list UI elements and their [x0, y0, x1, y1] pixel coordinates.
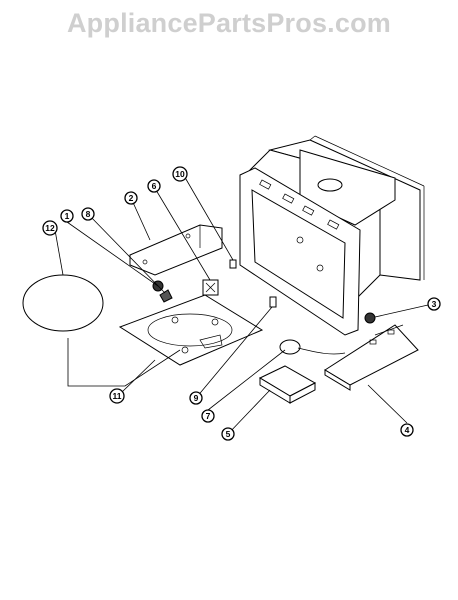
part-3-nut [364, 312, 376, 324]
part-12-glass-tray [22, 274, 104, 332]
part-8-clip [159, 289, 173, 303]
callout-10: 10 [172, 166, 188, 182]
svg-text:11: 11 [113, 391, 122, 401]
svg-text:12: 12 [45, 223, 55, 233]
watermark-logo: AppliancePartsPros.com [66, 8, 391, 38]
part-9-screw [269, 296, 277, 308]
svg-text:5: 5 [226, 429, 231, 439]
part-10-screw [229, 259, 237, 269]
svg-text:3: 3 [432, 299, 437, 309]
callout-6: 6 [147, 179, 161, 193]
callout-8: 8 [81, 207, 95, 221]
svg-text:2: 2 [129, 193, 134, 203]
svg-text:9: 9 [194, 393, 199, 403]
svg-text:8: 8 [86, 209, 91, 219]
callout-12: 12 [42, 220, 58, 236]
part-6-stirrer-motor [202, 279, 219, 296]
leader-lines [54, 173, 429, 435]
part-2-duct [129, 224, 223, 276]
callout-2: 2 [124, 191, 138, 205]
part-5-cover [258, 365, 317, 404]
callout-9: 9 [189, 391, 203, 405]
callout-11: 11 [109, 388, 125, 404]
part-4-base-bracket [324, 324, 419, 391]
front-frame [239, 167, 361, 336]
callout-1: 1 [60, 209, 74, 223]
callout-5: 5 [221, 427, 235, 441]
svg-text:4: 4 [405, 425, 410, 435]
svg-text:7: 7 [206, 411, 211, 421]
svg-text:6: 6 [152, 181, 157, 191]
svg-text:10: 10 [175, 169, 185, 179]
svg-text:1: 1 [65, 211, 70, 221]
callout-7: 7 [201, 409, 215, 423]
callout-3: 3 [427, 297, 441, 311]
part-7-turntable-motor [279, 339, 346, 355]
part-11-bottom-plate [118, 294, 264, 366]
callout-4: 4 [400, 423, 414, 437]
